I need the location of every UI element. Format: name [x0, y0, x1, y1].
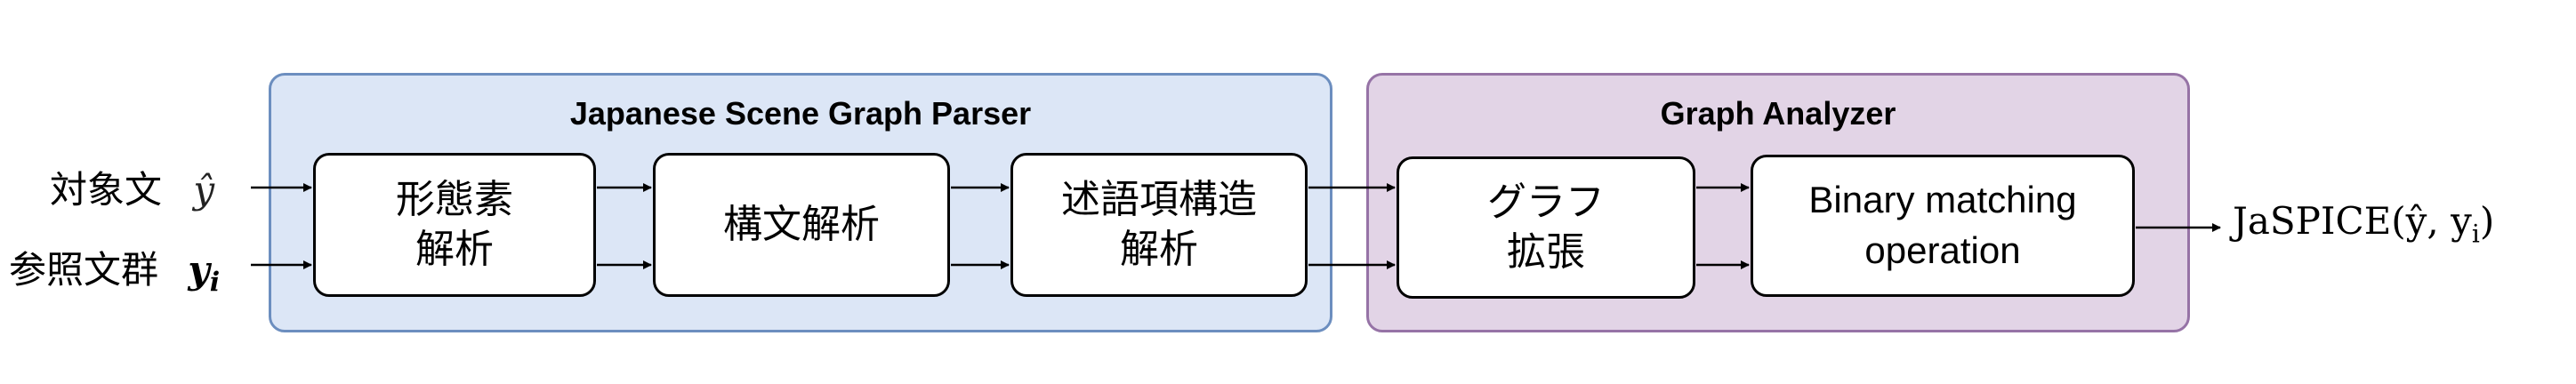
dependency-line-1: 構文解析 — [723, 201, 880, 247]
candidate-input-label: 対象文 ŷ — [50, 160, 214, 214]
graph-extension-node: グラフ 拡張 — [1397, 156, 1695, 299]
binary-matching-operation-node: Binary matching operation — [1751, 155, 2135, 297]
output-text: JaSPICE(ŷ, y — [2233, 199, 2472, 243]
references-input-label: 参照文群 yi — [9, 240, 220, 298]
references-subscript: i — [209, 267, 221, 299]
parser-group-title: Japanese Scene Graph Parser — [569, 95, 1032, 132]
analyzer-group-title: Graph Analyzer — [1660, 95, 1896, 132]
predicate-line-2: 解析 — [1120, 227, 1198, 272]
morph-line-1: 形態素 — [396, 176, 513, 222]
predicate-argument-analysis-node: 述語項構造 解析 — [1010, 153, 1308, 297]
candidate-symbol: ŷ — [193, 168, 215, 212]
predicate-line-1: 述語項構造 — [1061, 176, 1257, 222]
jaspice-output-label: JaSPICE(ŷ, yi) — [2233, 199, 2494, 248]
dependency-parsing-node: 構文解析 — [653, 153, 950, 297]
binary-line-1: Binary matching — [1808, 179, 2077, 221]
morphological-analysis-node: 形態素 解析 — [313, 153, 596, 297]
output-subscript: i — [2471, 219, 2480, 249]
morph-line-2: 解析 — [415, 227, 494, 272]
output-close: ) — [2479, 199, 2495, 243]
references-symbol: y — [188, 248, 210, 292]
graph-ext-line-1: グラフ — [1487, 179, 1605, 225]
binary-line-2: operation — [1864, 229, 2021, 271]
graph-ext-line-2: 拡張 — [1507, 229, 1585, 275]
candidate-text: 対象文 — [50, 168, 163, 212]
references-text: 参照文群 — [9, 248, 159, 292]
